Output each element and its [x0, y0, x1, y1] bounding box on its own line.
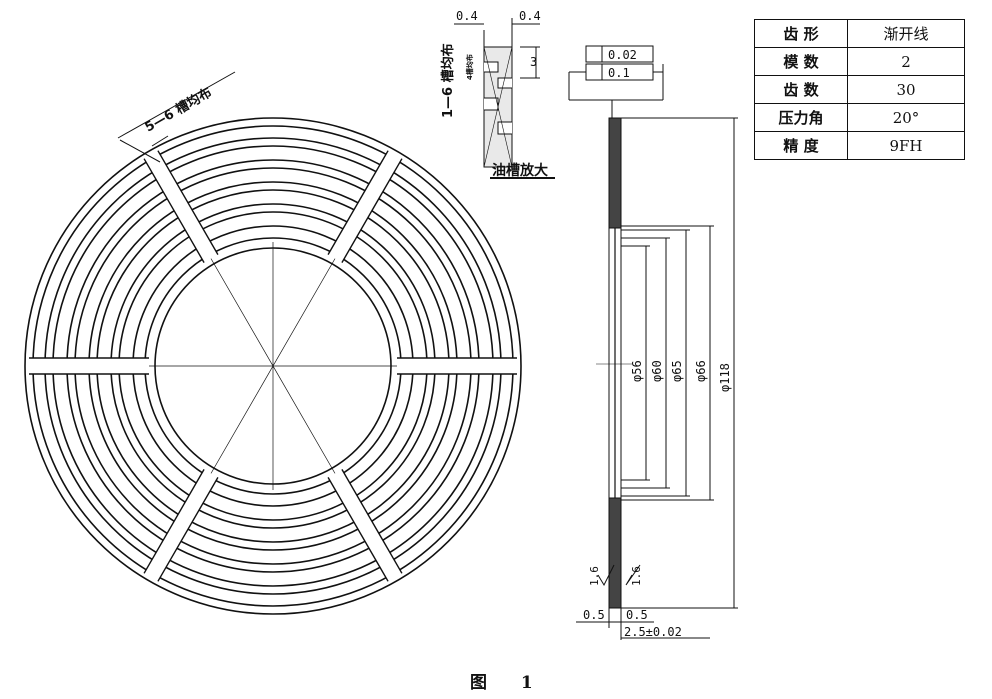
- slot-note-leader: [117, 71, 236, 163]
- rough-left: 1.6: [588, 566, 601, 586]
- dim-thickness: 2.5±0.02: [624, 625, 682, 639]
- dim-d66: φ66: [694, 360, 708, 382]
- grooves-note: 1—6 槽均布: [440, 43, 456, 118]
- spec-key: 精 度: [754, 131, 848, 160]
- dim-right: 0.4: [519, 9, 541, 23]
- spec-value: 30: [847, 75, 965, 104]
- tol-parallel: 0.1: [608, 66, 630, 80]
- radial-slot: [29, 357, 149, 375]
- spec-key: 齿 数: [754, 75, 848, 104]
- dim-d118: φ118: [718, 363, 732, 392]
- groove-small-note: 4槽均布: [465, 54, 474, 80]
- figure-caption: 图 1: [470, 673, 547, 693]
- radial-slot: [143, 469, 219, 582]
- tol-flatness: 0.02: [608, 48, 637, 62]
- spec-row: 齿 形渐开线: [754, 19, 965, 48]
- dim-depth: 3: [530, 55, 537, 69]
- spec-key: 压力角: [754, 103, 848, 132]
- enlarge-note: 油槽放大: [492, 162, 548, 179]
- spec-key: 齿 形: [754, 19, 848, 48]
- spec-value: 2: [847, 47, 965, 76]
- groove-detail: [454, 18, 555, 179]
- dim-d60: φ60: [650, 360, 664, 382]
- radial-slot: [143, 150, 219, 263]
- dim-left: 0.4: [456, 9, 478, 23]
- spec-key: 模 数: [754, 47, 848, 76]
- dim-d65: φ65: [670, 360, 684, 382]
- disc-front-view: [24, 117, 522, 615]
- center-lines: [149, 242, 397, 490]
- radial-slots: [29, 150, 517, 582]
- spec-value: 20°: [847, 103, 965, 132]
- dim-d56: φ56: [630, 360, 644, 382]
- radial-slot: [327, 150, 403, 263]
- spec-value: 9FH: [847, 131, 965, 160]
- outer-rim: [24, 117, 522, 615]
- section-view: [568, 45, 738, 640]
- spec-value: 渐开线: [847, 19, 965, 48]
- rough-right: 1.6: [630, 566, 643, 586]
- center-line: [210, 258, 336, 474]
- radial-slot: [327, 469, 403, 582]
- dim-bottom-right: 0.5: [626, 608, 648, 622]
- radial-slot: [397, 357, 517, 375]
- dim-bottom-left: 0.5: [583, 608, 605, 622]
